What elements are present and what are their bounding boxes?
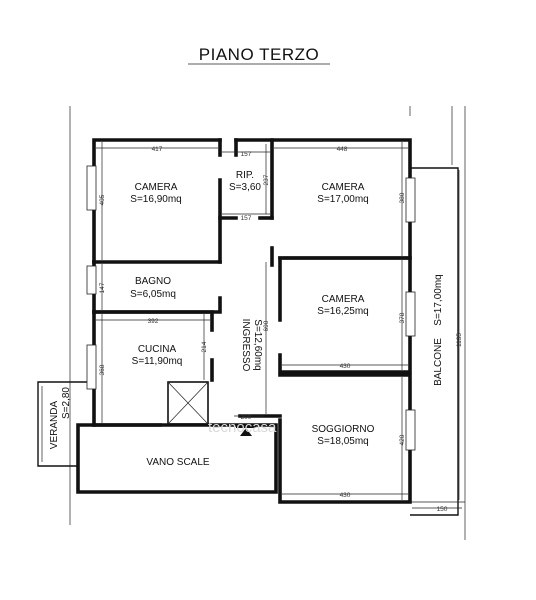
dim-420: 420	[399, 434, 406, 445]
room-bagno-name: BAGNO	[135, 276, 171, 287]
dim-378: 378	[399, 312, 406, 323]
dim-430-top: 430	[340, 363, 351, 370]
window-camera1	[86, 165, 97, 211]
dim-430-bottom: 430	[340, 492, 351, 499]
dim-368: 368	[99, 364, 106, 375]
entrance-marker	[236, 424, 256, 436]
room-cucina-name: CUCINA	[138, 344, 177, 355]
dim-200: 200	[241, 414, 252, 421]
room-ingresso-name: INGRESSO	[240, 319, 251, 372]
room-camera-1-area: S=16,90mq	[130, 194, 181, 205]
watermark-text: tecnocasa	[208, 419, 277, 436]
window-camera2	[405, 177, 416, 223]
room-cucina-area: S=11,90mq	[132, 356, 183, 367]
room-ingresso-area: S=12,60mq	[252, 319, 263, 370]
room-soggiorno-name: SOGGIORNO	[312, 424, 375, 435]
dim-417: 417	[152, 146, 163, 153]
dim-392: 392	[148, 318, 159, 325]
dim-448: 448	[337, 146, 348, 153]
room-camera-1-name: CAMERA	[135, 182, 178, 193]
windows	[86, 165, 416, 451]
room-rip-name: RIP.	[236, 170, 254, 181]
plan-title: PIANO TERZO	[199, 45, 319, 64]
room-camera-2-area: S=17,00mq	[317, 194, 368, 205]
dim-405: 405	[99, 194, 106, 205]
room-balcone-name: BALCONE	[433, 338, 444, 386]
room-veranda-area: S=2,80	[61, 387, 72, 419]
room-camera-3-name: CAMERA	[322, 294, 365, 305]
dim-380: 380	[399, 192, 406, 203]
dim-157-top: 157	[241, 151, 252, 158]
room-soggiorno-area: S=18,05mq	[317, 436, 368, 447]
dim-237: 237	[263, 174, 270, 185]
room-bagno-area: S=6,05mq	[130, 289, 176, 300]
dim-1135: 1135	[456, 333, 463, 347]
dim-690: 690	[263, 320, 270, 331]
dim-150: 150	[437, 506, 448, 513]
site-guides	[69, 106, 466, 540]
room-camera-2-name: CAMERA	[322, 182, 365, 193]
dim-147: 147	[99, 282, 106, 293]
room-balcone-area: S=17,00mq	[433, 274, 444, 325]
dim-157-bottom: 157	[241, 215, 252, 222]
window-cucina	[86, 344, 97, 390]
room-vano-scale-name: VANO SCALE	[146, 457, 209, 468]
dimension-lines	[96, 142, 462, 509]
lift-shaft	[167, 381, 209, 425]
dimension-labels: 417 157 448 237 405 157 380 147 392 690 …	[99, 146, 463, 513]
room-labels: CAMERA S=16,90mq RIP. S=3,60 CAMERA S=17…	[49, 170, 444, 468]
window-camera3	[405, 291, 416, 337]
room-camera-3-area: S=16,25mq	[317, 306, 368, 317]
window-soggiorno	[405, 409, 416, 451]
room-veranda-name: VERANDA	[49, 401, 60, 450]
room-rip-area: S=3,60	[229, 182, 261, 193]
dim-214: 214	[201, 341, 208, 352]
window-bagno	[86, 265, 97, 295]
